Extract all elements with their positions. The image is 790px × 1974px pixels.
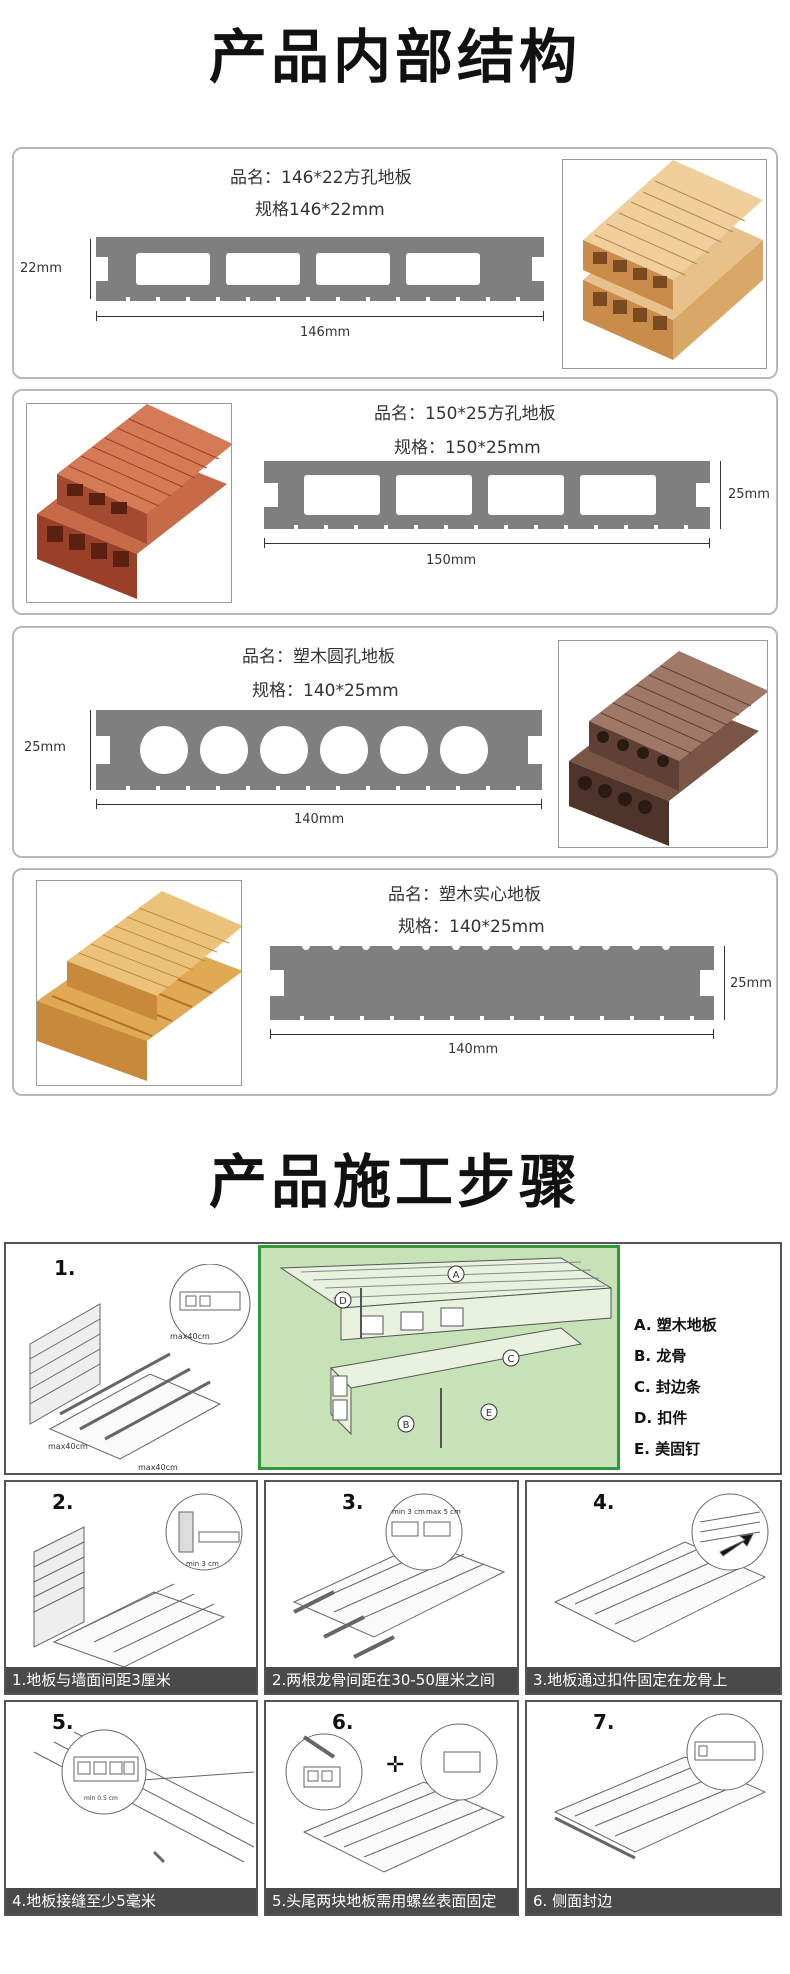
step-caption: 2.两根龙骨间距在30-50厘米之间 (266, 1667, 517, 1693)
product-name: 品名：塑木圆孔地板 (242, 647, 395, 667)
step-number: 2. (52, 1490, 74, 1514)
step-number: 4. (593, 1490, 615, 1514)
product-photo (36, 880, 242, 1086)
legend-item-a: A. 塑木地板 (634, 1316, 717, 1334)
step-7-illustration (553, 1713, 767, 1860)
step-2-illustration: min 3 cm (33, 1493, 243, 1667)
width-dimension-line (96, 316, 544, 317)
step-5-illustration: min 0.5 cm (33, 1729, 254, 1864)
profile-solid-140 (270, 946, 714, 1020)
width-label: 150mm (426, 553, 477, 568)
product-spec: 规格：140*25mm (398, 917, 545, 937)
height-label: 25mm (24, 740, 66, 755)
width-label: 146mm (300, 325, 351, 340)
step-number: 7. (593, 1710, 615, 1734)
legend-item-b: B. 龙骨 (634, 1347, 687, 1365)
width-dimension-line (270, 1034, 714, 1035)
height-dimension-line (724, 946, 725, 1020)
product-card-1: 品名：146*22方孔地板 规格146*22mm 22mm 146mm (12, 147, 778, 379)
product-spec: 规格：150*25mm (394, 438, 541, 458)
product-card-2: 品名：150*25方孔地板 规格：150*25mm 25mm 150mm (12, 389, 778, 615)
height-dimension-line (90, 239, 91, 299)
height-label: 25mm (730, 976, 772, 991)
step-5-panel: 5. min 0.5 cm 4.地板接缝至少5毫米 (4, 1700, 258, 1916)
svg-text:✛: ✛ (386, 1753, 404, 1778)
height-dimension-line (720, 461, 721, 529)
height-label: 22mm (20, 261, 62, 276)
product-spec: 规格：140*25mm (252, 681, 399, 701)
step-number: 3. (342, 1490, 364, 1514)
product-photo (26, 403, 232, 603)
step-6-illustration: ✛ (285, 1723, 506, 1873)
marker-c: C (508, 1354, 515, 1365)
profile-square-hole-146 (96, 237, 544, 301)
product-card-3: 品名：塑木圆孔地板 规格：140*25mm 25mm 140mm (12, 626, 778, 858)
profile-square-hole-150 (264, 461, 710, 529)
step-7-panel: 7. 6. 侧面封边 (525, 1700, 782, 1916)
product-card-4: 品名：塑木实心地板 规格：140*25mm 25mm 140mm (12, 868, 778, 1096)
width-label: 140mm (294, 812, 345, 827)
legend-item-e: E. 美固钉 (634, 1440, 701, 1458)
step-3-note-b: max 5 cm (426, 1508, 461, 1516)
step-number: 1. (54, 1256, 76, 1280)
step-2-note: min 3 cm (186, 1560, 219, 1568)
step-1-panel: 1. max40cm max40cm max40cm (4, 1242, 782, 1475)
product-name: 品名：146*22方孔地板 (230, 168, 412, 188)
product-name: 品名：塑木实心地板 (388, 885, 541, 905)
marker-d: D (339, 1296, 347, 1307)
step-3-note-a: min 3 cm (392, 1508, 425, 1516)
step-6-panel: 6. ✛ 5.头尾两块地板需用螺丝表面固定 (264, 1700, 519, 1916)
width-label: 140mm (448, 1042, 499, 1057)
step-caption: 1.地板与墙面间距3厘米 (6, 1667, 256, 1693)
step-1-illustration: max40cm max40cm max40cm (29, 1264, 251, 1472)
step-4-illustration (553, 1493, 769, 1643)
step-2-panel: 2. min 3 cm 1.地板与墙面间距3厘米 (4, 1480, 258, 1695)
product-name: 品名：150*25方孔地板 (374, 404, 556, 424)
product-spec: 规格146*22mm (255, 200, 385, 220)
step-4-panel: 4. 3.地板通过扣件固定在龙骨上 (525, 1480, 782, 1695)
legend-item-d: D. 扣件 (634, 1409, 688, 1427)
step-caption: 3.地板通过扣件固定在龙骨上 (527, 1667, 780, 1693)
marker-a: A (453, 1270, 460, 1281)
width-dimension-line (96, 804, 542, 805)
height-dimension-line (90, 710, 91, 790)
profile-round-hole-140 (96, 710, 542, 790)
section-title-structure: 产品内部结构 (208, 23, 581, 91)
product-photo (562, 159, 767, 369)
step-5-note: min 0.5 cm (84, 1795, 118, 1802)
step-1-note-b: max40cm (138, 1463, 178, 1472)
marker-b: B (403, 1420, 410, 1431)
step-number: 5. (52, 1710, 74, 1734)
legend-item-c: C. 封边条 (634, 1378, 701, 1396)
height-label: 25mm (728, 487, 770, 502)
exploded-diagram: A B C D E (258, 1245, 620, 1470)
step-caption: 6. 侧面封边 (527, 1888, 780, 1914)
step-caption: 4.地板接缝至少5毫米 (6, 1888, 256, 1914)
step-1-note-a: max40cm (48, 1442, 88, 1451)
step-3-illustration: min 3 cm max 5 cm (292, 1493, 506, 1659)
step-caption: 5.头尾两块地板需用螺丝表面固定 (266, 1888, 517, 1914)
step-1-wall-note: max40cm (170, 1332, 210, 1341)
section-title-steps: 产品施工步骤 (208, 1148, 581, 1216)
step-number: 6. (332, 1710, 354, 1734)
product-photo (558, 640, 768, 848)
step-3-panel: 3. min 3 cm max 5 cm 2.两根龙骨间距在30-50厘米之间 (264, 1480, 519, 1695)
marker-e: E (486, 1408, 492, 1419)
width-dimension-line (264, 543, 710, 544)
